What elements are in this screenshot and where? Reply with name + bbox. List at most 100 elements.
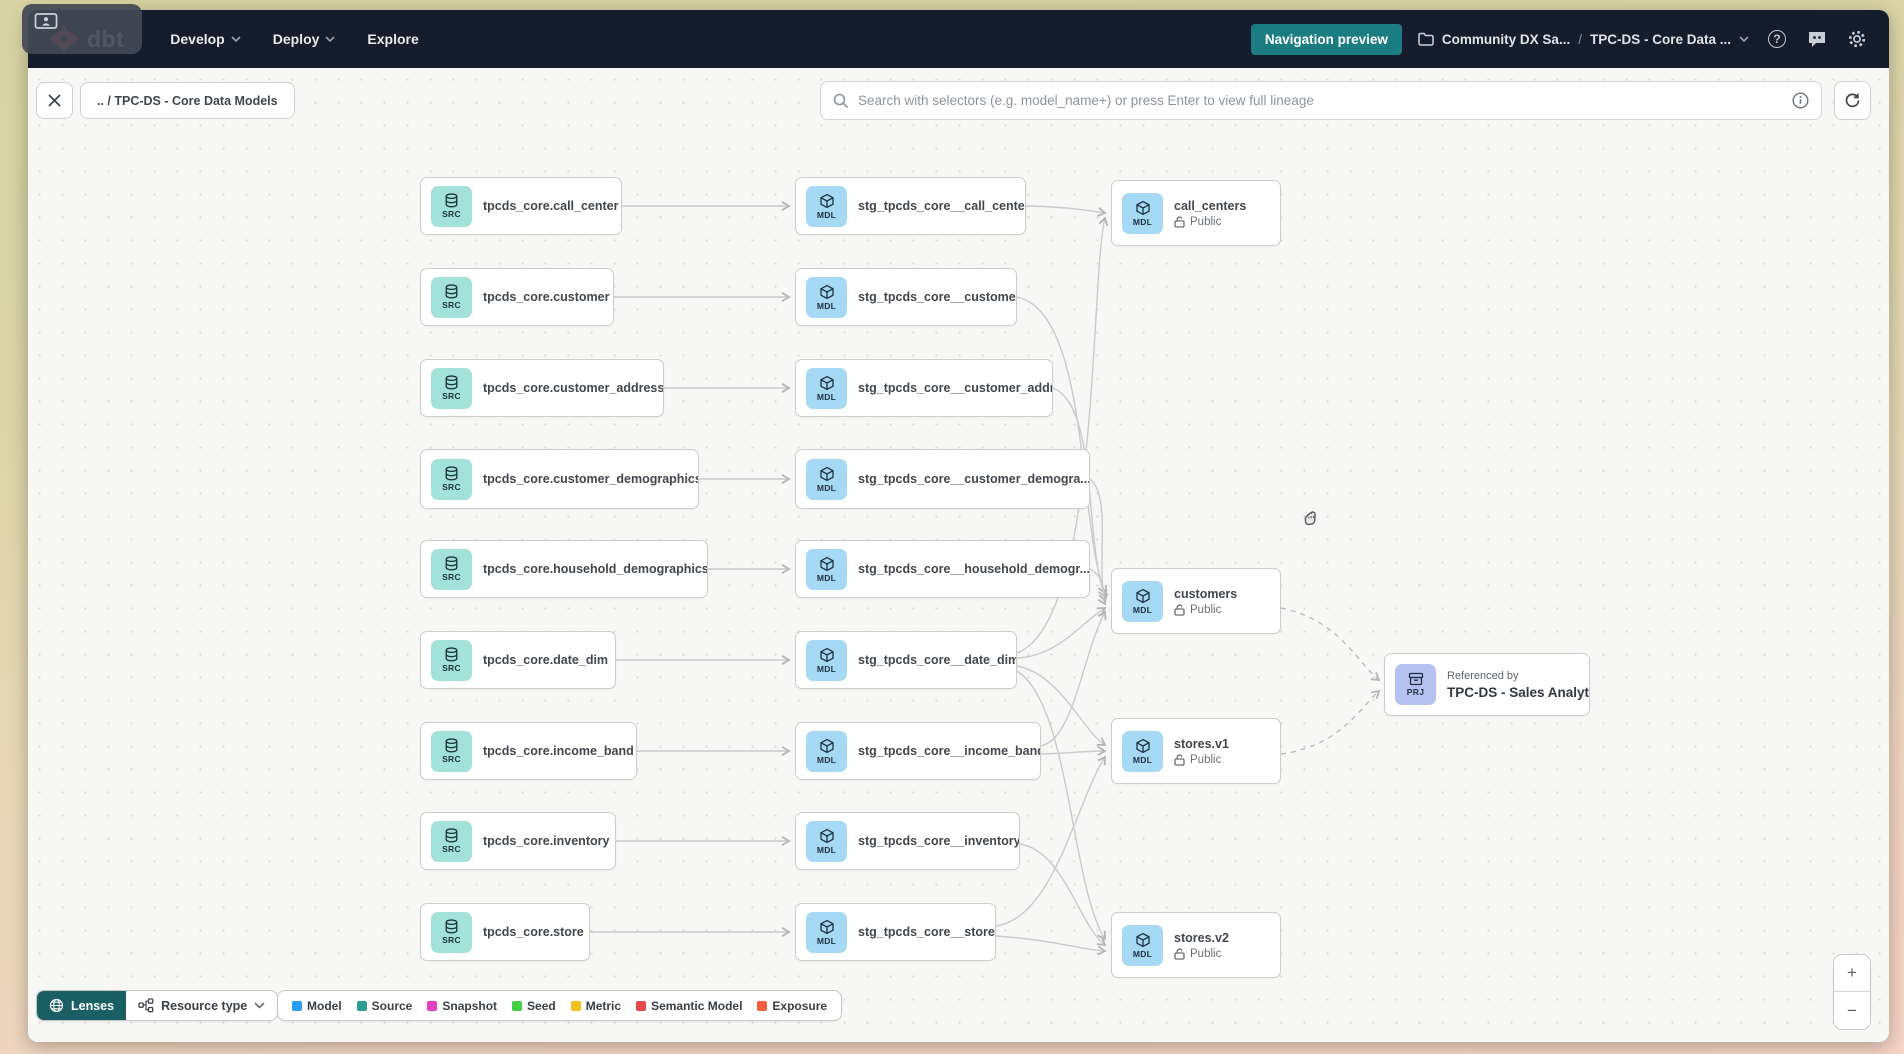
model-node-customers[interactable]: MDL customers Public	[1111, 568, 1281, 634]
project-badge: PRJ	[1395, 664, 1436, 705]
legend-swatch	[512, 1000, 523, 1011]
account-breadcrumb: Community DX Sa... / TPC-DS - Core Data …	[1418, 32, 1749, 47]
database-icon	[445, 647, 458, 662]
folder-icon	[1418, 32, 1434, 46]
source-node-income-band[interactable]: SRC tpcds_core.income_band	[420, 722, 637, 780]
breadcrumb-page[interactable]: TPC-DS - Core Data ...	[1589, 31, 1731, 47]
model-badge: MDL	[806, 458, 847, 500]
resource-legend: Model Source Snapshot Seed Metric Semant…	[277, 990, 843, 1021]
database-icon	[445, 738, 458, 753]
lineage-breadcrumb[interactable]: .. / TPC-DS - Core Data Models	[80, 82, 295, 119]
cube-icon	[819, 375, 834, 390]
resource-type-label: Resource type	[161, 998, 248, 1013]
breadcrumb-project[interactable]: Community DX Sa...	[1441, 31, 1571, 47]
source-node-customer-address[interactable]: SRC tpcds_core.customer_address	[420, 359, 664, 417]
model-node-stg-call-center[interactable]: MDL stg_tpcds_core__call_center	[795, 177, 1026, 235]
model-node-stg-income-band[interactable]: MDL stg_tpcds_core__income_band	[795, 722, 1041, 780]
legend-swatch	[427, 1000, 438, 1011]
info-icon[interactable]	[1792, 92, 1809, 109]
nav-item-develop[interactable]: Develop	[158, 23, 252, 55]
model-node-stg-inventory[interactable]: MDL stg_tpcds_core__inventory	[795, 812, 1020, 870]
nav-item-explore[interactable]: Explore	[355, 23, 430, 55]
legend-item-source: Source	[356, 999, 412, 1013]
model-badge: MDL	[1122, 192, 1163, 234]
model-node-stg-customer-address[interactable]: MDL stg_tpcds_core__customer_address	[795, 359, 1053, 417]
cube-icon	[1135, 932, 1150, 947]
source-node-customer-demographics[interactable]: SRC tpcds_core.customer_demographics	[420, 449, 699, 509]
model-badge: MDL	[1122, 924, 1163, 966]
source-node-call-center[interactable]: SRC tpcds_core.call_center	[420, 177, 622, 235]
cube-icon	[1135, 588, 1150, 603]
top-navbar: dbt Develop Deploy Explore Navigation pr…	[28, 10, 1889, 68]
zoom-out-button[interactable]: −	[1834, 992, 1870, 1029]
visibility-label: Public	[1190, 753, 1222, 766]
model-badge: MDL	[806, 185, 847, 227]
source-badge: SRC	[431, 548, 472, 590]
model-node-stores-v2[interactable]: MDL stores.v2 Public	[1111, 912, 1281, 978]
source-node-household-demographics[interactable]: SRC tpcds_core.household_demographics	[420, 540, 708, 598]
cube-icon	[1135, 738, 1150, 753]
refresh-lineage-button[interactable]	[1834, 81, 1871, 120]
grab-cursor-icon	[1304, 511, 1316, 526]
database-icon	[445, 284, 458, 299]
nav-item-label: Develop	[170, 31, 225, 47]
model-node-stg-household-demographics[interactable]: MDL stg_tpcds_core__household_demogr...	[795, 540, 1090, 598]
source-node-inventory[interactable]: SRC tpcds_core.inventory	[420, 812, 616, 870]
model-node-stg-store[interactable]: MDL stg_tpcds_core__store	[795, 903, 996, 961]
source-badge: SRC	[431, 185, 472, 227]
project-node-sales-analytics[interactable]: PRJ Referenced by TPC-DS - Sales Analyti…	[1384, 653, 1590, 716]
lenses-button[interactable]: Lenses	[37, 991, 127, 1020]
lineage-search	[820, 81, 1822, 120]
lineage-edges	[590, 10, 1889, 1042]
source-node-store[interactable]: SRC tpcds_core.store	[420, 903, 590, 961]
database-icon	[445, 919, 458, 934]
model-node-stores-v1[interactable]: MDL stores.v1 Public	[1111, 718, 1281, 784]
referenced-by-caption: Referenced by	[1447, 669, 1519, 682]
chevron-down-icon	[254, 1002, 265, 1009]
source-badge: SRC	[431, 639, 472, 681]
visibility-label: Public	[1190, 215, 1222, 228]
model-badge: MDL	[806, 730, 847, 772]
model-node-stg-date-dim[interactable]: MDL stg_tpcds_core__date_dim	[795, 631, 1017, 689]
zoom-controls: + −	[1833, 954, 1871, 1030]
source-badge: SRC	[431, 730, 472, 772]
model-badge: MDL	[806, 639, 847, 681]
close-lineage-button[interactable]	[36, 82, 73, 119]
lenses-label: Lenses	[71, 998, 115, 1013]
model-node-stg-customer[interactable]: MDL stg_tpcds_core__customer	[795, 268, 1017, 326]
model-node-stg-customer-demographics[interactable]: MDL stg_tpcds_core__customer_demogra...	[795, 449, 1090, 509]
cube-icon	[819, 284, 834, 299]
help-button[interactable]: ?	[1765, 27, 1789, 51]
navigation-preview-button[interactable]: Navigation preview	[1250, 23, 1402, 55]
lock-open-icon	[1174, 754, 1185, 766]
source-node-customer[interactable]: SRC tpcds_core.customer	[420, 268, 614, 326]
source-badge: SRC	[431, 458, 472, 500]
lock-open-icon	[1174, 216, 1185, 228]
legend-swatch	[292, 1000, 302, 1011]
settings-button[interactable]	[1845, 27, 1869, 51]
model-badge: MDL	[806, 367, 847, 409]
cube-icon	[819, 193, 834, 208]
feedback-button[interactable]	[1805, 27, 1829, 51]
model-badge: MDL	[806, 276, 847, 318]
chevron-down-icon[interactable]	[1739, 36, 1749, 42]
legend-swatch	[757, 1000, 768, 1011]
project-title: TPC-DS - Sales Analytics	[1447, 684, 1590, 700]
source-node-date-dim[interactable]: SRC tpcds_core.date_dim	[420, 631, 616, 689]
nav-item-deploy[interactable]: Deploy	[261, 23, 348, 55]
nav-item-label: Deploy	[272, 31, 320, 47]
model-node-call-centers[interactable]: MDL call_centers Public	[1111, 180, 1281, 246]
screen-share-monitor-icon	[34, 13, 58, 29]
legend-swatch	[570, 1000, 581, 1011]
database-icon	[445, 375, 458, 390]
visibility-label: Public	[1190, 603, 1222, 616]
archive-box-icon	[1408, 672, 1423, 686]
lock-open-icon	[1174, 604, 1185, 616]
source-badge: SRC	[431, 367, 472, 409]
zoom-in-button[interactable]: +	[1834, 955, 1870, 992]
resource-graph-icon	[138, 998, 154, 1013]
close-icon	[48, 94, 61, 107]
cube-icon	[819, 738, 834, 753]
search-input[interactable]	[858, 93, 1783, 108]
resource-type-dropdown[interactable]: Resource type	[126, 991, 278, 1020]
